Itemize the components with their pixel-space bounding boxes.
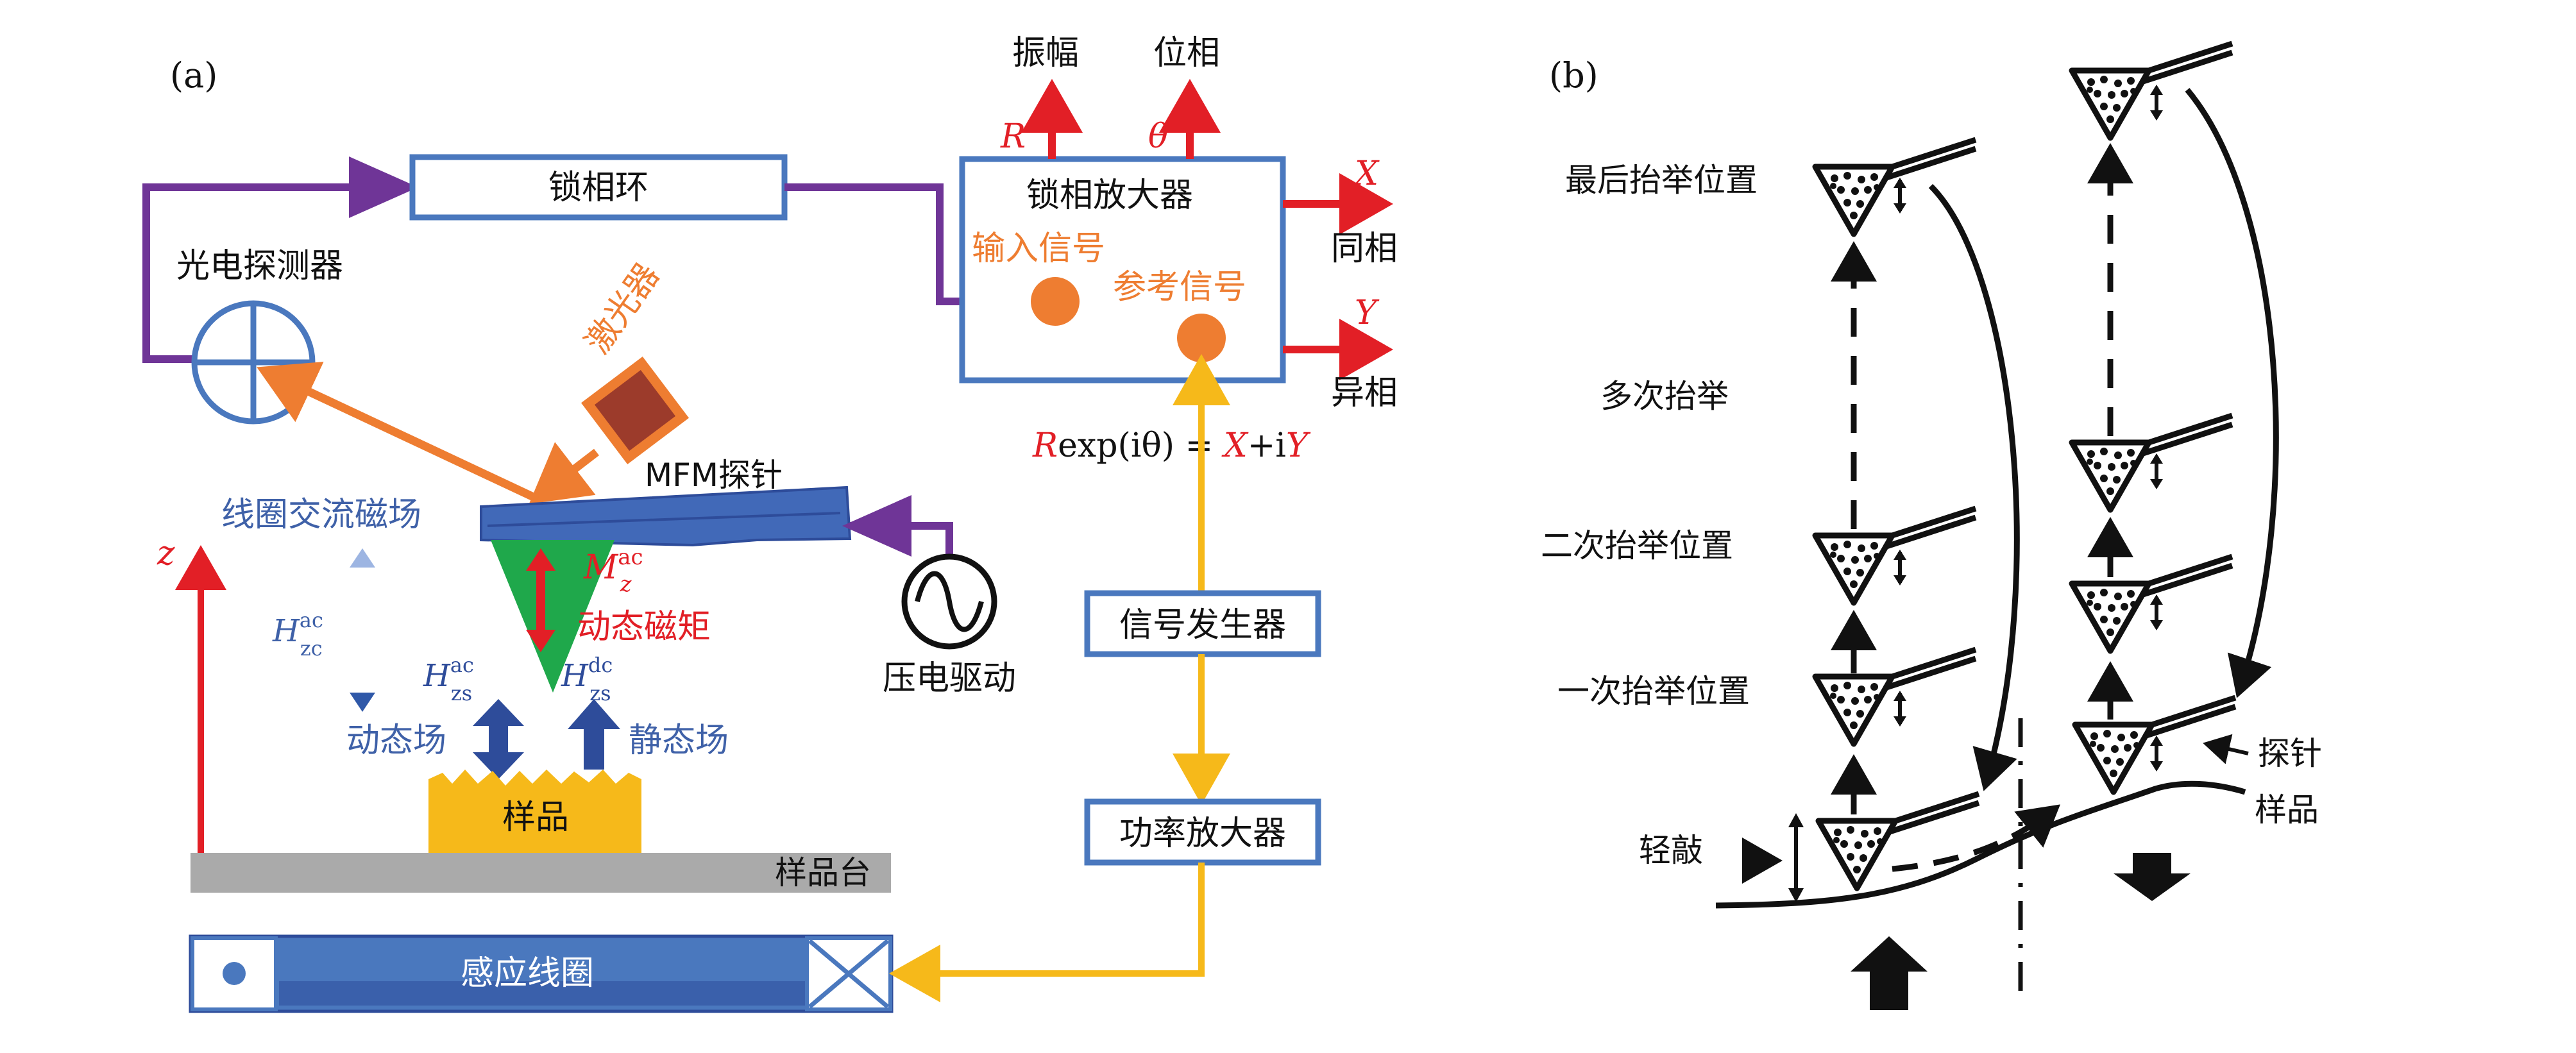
ref-port <box>1177 314 1226 362</box>
signal-gen-box <box>1084 590 1321 657</box>
power-amp-label: 功率放大器 <box>1119 814 1286 853</box>
induction-coil-label: 感应线圈 <box>461 954 594 993</box>
piezo-to-probe-line <box>842 495 953 564</box>
stage-label: 样品台 <box>775 854 871 891</box>
z-axis-label: z <box>157 534 175 573</box>
sample-block <box>428 770 641 853</box>
dynamic-field-label: 动态场 <box>346 721 446 760</box>
coil-cross-icon <box>808 939 890 1009</box>
lockin-amp-label: 锁相放大器 <box>1026 176 1193 215</box>
mfm-tip <box>491 540 614 693</box>
sample-label: 样品 <box>502 798 569 837</box>
second-lift-label: 二次抬举位置 <box>1541 527 1733 564</box>
ac-source-icon <box>901 553 997 650</box>
up-block-arrow <box>1851 936 1928 1010</box>
input-port <box>1031 277 1080 326</box>
probe-pointer <box>2203 734 2249 764</box>
coil-dot-icon <box>223 962 246 985</box>
dynamic-field-arrow <box>473 699 524 779</box>
reflected-beam-line <box>257 362 539 503</box>
cantilever-tap <box>1818 794 1979 888</box>
detector-to-loop-line <box>142 156 418 363</box>
ref-signal-label: 参考信号 <box>1113 268 1246 307</box>
cantilever-second-lift <box>1815 509 1976 603</box>
coil-field-label: 线圈交流磁场 <box>221 496 421 534</box>
signal-gen-label: 信号发生器 <box>1119 606 1286 644</box>
final-lift-label: 最后抬举位置 <box>1565 162 1758 199</box>
X-label: X <box>1352 155 1380 193</box>
tap-label: 轻敲 <box>1639 832 1703 869</box>
photodetector-label: 光电探测器 <box>176 247 343 285</box>
cantilever-first-lift <box>1815 650 1976 744</box>
theta-label: θ <box>1148 117 1168 156</box>
mfm-cantilever <box>480 485 852 547</box>
amplitude-label: 振幅 <box>1012 34 1079 72</box>
Y-label: Y <box>1355 294 1380 332</box>
first-lift-label: 一次抬举位置 <box>1557 673 1750 710</box>
down-block-arrow <box>2114 853 2190 901</box>
dynamic-moment-label: 动态磁矩 <box>577 608 711 646</box>
laser-beam-line <box>529 442 599 504</box>
sample-b-label: 样品 <box>2255 791 2319 829</box>
piezo-drive-label: 压电驱动 <box>883 659 1016 698</box>
probe-label: MFM探针 <box>645 457 783 494</box>
return-curve-right <box>2185 88 2279 698</box>
power-amp-box <box>1084 798 1321 866</box>
in-phase-label: 同相 <box>1331 230 1398 268</box>
return-curve-left <box>1928 183 2020 791</box>
panel-a-label: (a) <box>170 55 217 96</box>
R-label: R <box>1000 117 1026 156</box>
static-field-arrow <box>568 699 620 770</box>
multi-lift-label: 多次抬举 <box>1600 378 1729 415</box>
amp-to-coil-line <box>889 863 1205 1002</box>
static-field-label: 静态场 <box>629 721 729 760</box>
scan-move-arrow <box>1892 804 2061 872</box>
laser-icon <box>580 356 690 465</box>
sample-stage <box>191 853 891 893</box>
photodetector-icon <box>191 300 316 425</box>
phase-label: 位相 <box>1153 34 1220 72</box>
probe-b-label: 探针 <box>2258 735 2322 772</box>
quadrature-label: 异相 <box>1331 374 1398 412</box>
input-signal-label: 输入信号 <box>972 230 1105 268</box>
lockin-loop-label: 锁相环 <box>548 169 648 207</box>
formula: Rexp(iθ) = X+iY <box>1032 426 1311 465</box>
laser-label: 激光器 <box>578 257 667 360</box>
panel-b-label: (b) <box>1549 55 1598 96</box>
lockin-amp-box <box>959 156 1286 383</box>
